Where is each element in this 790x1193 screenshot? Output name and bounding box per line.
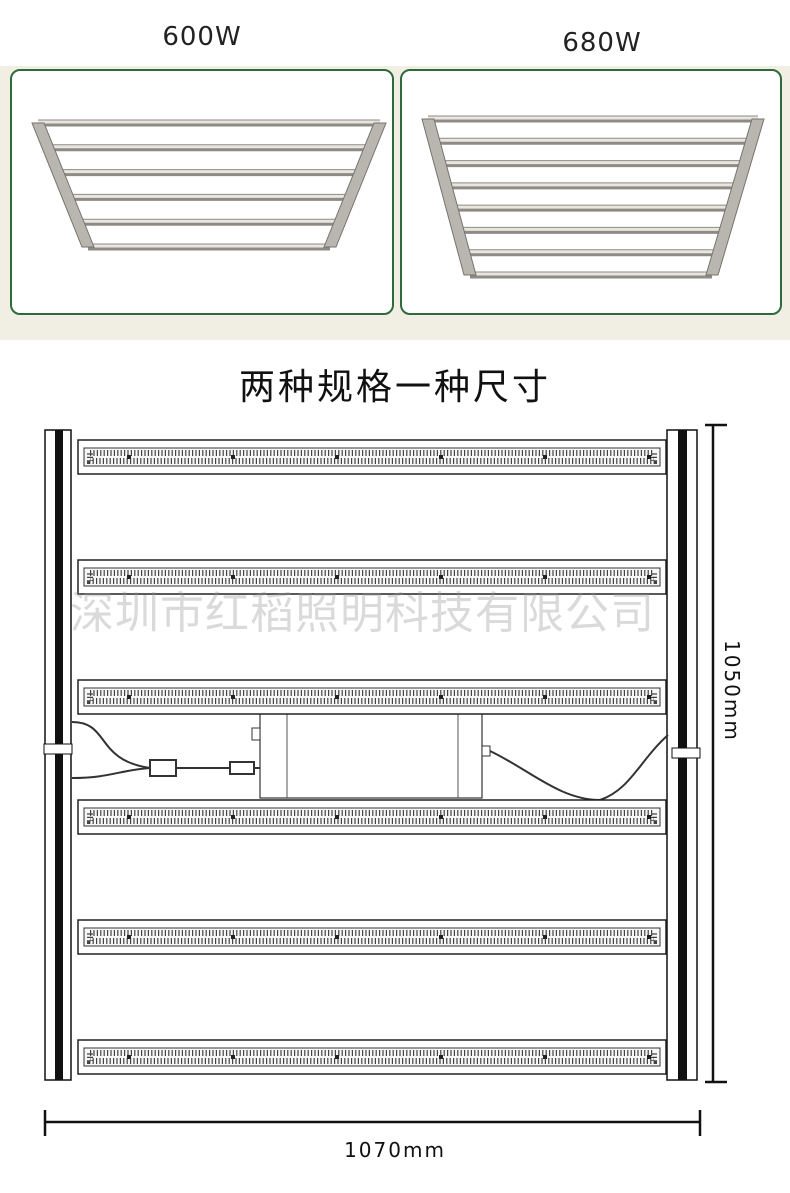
lamp-bar (38, 119, 380, 127)
headline: 两种规格一种尺寸 (238, 367, 551, 408)
light-bar (77, 1039, 667, 1075)
lamp-bar (78, 218, 340, 226)
lamp-bar (452, 204, 732, 212)
height-dimension-line (705, 423, 727, 1084)
height-dimension: 1050mm (718, 640, 748, 770)
light-bar (77, 439, 667, 475)
lamp-bar (428, 115, 758, 123)
left-clamp (43, 743, 73, 755)
lamp-bar (58, 169, 360, 177)
lamp-600w-image (31, 119, 387, 251)
light-bars (43, 439, 701, 1075)
lamp-left-rail (421, 118, 477, 276)
lamp-bar (446, 182, 739, 190)
lamp-bar (464, 249, 719, 257)
left-rail-stripe (55, 430, 63, 1080)
height-dimension-label: 1050mm (720, 640, 744, 742)
lamp-bar (470, 271, 712, 279)
lamp-bar (434, 137, 752, 145)
lamp-680w-image (421, 115, 765, 279)
lamp-bar (48, 144, 370, 152)
width-dimension-label: 1070mm (344, 1138, 446, 1162)
light-bar (77, 679, 667, 715)
lamp-right-rail (705, 118, 765, 276)
product-card-680w (400, 69, 782, 315)
right-clamp (671, 747, 701, 759)
light-bar (77, 799, 667, 835)
model-label-680w: 680W (562, 28, 642, 58)
light-bar (77, 559, 667, 595)
lamp-bar (440, 160, 745, 168)
model-label-600w: 600W (162, 22, 242, 52)
driver-box (251, 711, 491, 799)
product-card-600w (10, 69, 394, 315)
lamp-bar (68, 193, 350, 201)
width-dimension-line (43, 1110, 702, 1136)
lamp-bar (88, 243, 330, 251)
dimmer-cable (489, 734, 669, 802)
light-bar (77, 919, 667, 955)
lamp-right-rail (323, 122, 387, 248)
power-cable (71, 721, 260, 779)
lamp-bar (458, 226, 726, 234)
lamp-left-rail (31, 122, 95, 248)
